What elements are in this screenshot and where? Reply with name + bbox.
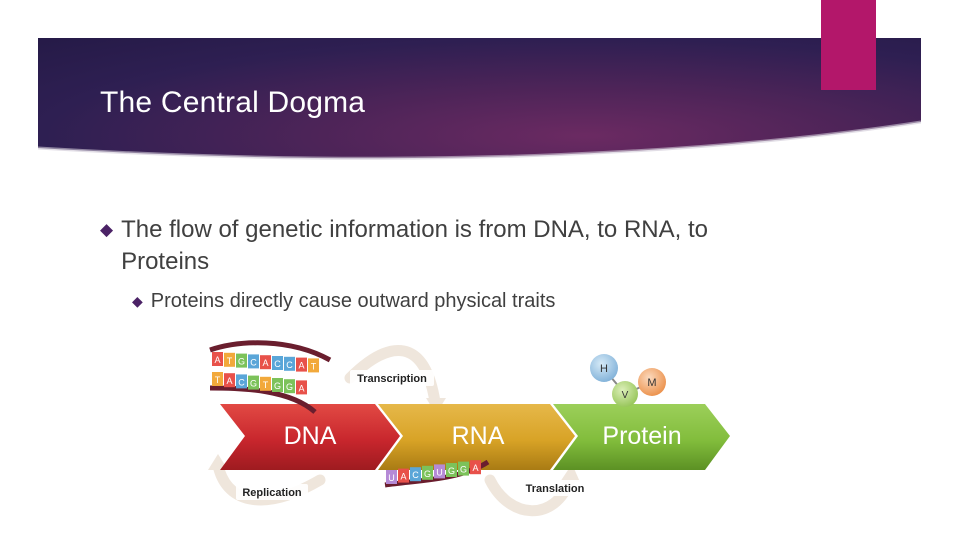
protein-label: Protein (602, 422, 681, 450)
nucleotide-G (272, 378, 283, 392)
nucleotide-A (224, 373, 235, 388)
accent-bar (821, 0, 876, 90)
nucleotide-letter: T (311, 361, 317, 371)
rna-arrow (378, 404, 575, 470)
nucleotide-letter: G (250, 379, 257, 389)
bullet-text: The flow of genetic information is from … (121, 216, 708, 275)
bullet-arrow-icon: ◆ (132, 293, 143, 309)
bullet-level-2: ◆ Proteins directly cause outward physic… (132, 287, 555, 315)
nucleotide-C (284, 356, 295, 371)
nucleotide-G (248, 375, 259, 390)
bullet-arrow-icon: ◆ (100, 220, 114, 239)
rna-label: RNA (452, 422, 505, 450)
nucleotide-letter: G (274, 381, 281, 391)
nucleotide-C (410, 467, 421, 482)
nucleotide-letter: U (436, 467, 443, 477)
bullet-text: Proteins directly cause outward physical… (150, 290, 556, 312)
nucleotide-letter: G (448, 466, 455, 476)
nucleotide-letter: A (298, 361, 304, 371)
replication-label: Replication (242, 487, 302, 499)
svg-text:H: H (600, 363, 608, 375)
nucleotide-A (260, 355, 271, 370)
nucleotide-letter: A (472, 463, 478, 473)
svg-text:M: M (647, 377, 656, 389)
protein-arrow (553, 404, 730, 470)
nucleotide-letter: C (250, 357, 257, 367)
nucleotide-letter: A (262, 358, 268, 368)
nucleotide-letter: A (400, 472, 406, 482)
nucleotide-G (422, 465, 433, 480)
nucleotide-letter: A (298, 383, 304, 393)
dna-arrow (220, 404, 400, 470)
nucleotide-letter: A (214, 355, 220, 365)
nucleotide-G (446, 463, 457, 477)
nucleotide-letter: C (274, 359, 281, 369)
nucleotide-C (272, 356, 283, 370)
nucleotide-T (260, 376, 271, 391)
nucleotide-T (308, 358, 319, 373)
nucleotide-letter: C (286, 360, 293, 370)
nucleotide-letter: G (460, 465, 467, 475)
header-swoosh (38, 120, 921, 178)
nucleotide-T (212, 372, 223, 386)
nucleotide-A (212, 352, 223, 366)
amino-acid-chain: H V M (590, 354, 666, 407)
amino-acid-v (612, 381, 638, 407)
nucleotide-A (470, 460, 481, 475)
bullet-level-1: ◆ The flow of genetic information is fro… (100, 214, 800, 278)
amino-acid-m (638, 368, 666, 396)
nucleotide-letter: T (215, 375, 221, 385)
nucleotide-G (284, 379, 295, 394)
nucleotide-letter: T (227, 356, 233, 366)
nucleotide-A (296, 380, 307, 395)
nucleotide-U (434, 464, 445, 479)
nucleotide-letter: G (286, 382, 293, 392)
nucleotide-C (236, 374, 247, 389)
amino-acid-h (590, 354, 618, 382)
nucleotide-letter: C (238, 377, 245, 387)
nucleotide-letter: A (226, 376, 232, 386)
nucleotide-A (398, 468, 409, 483)
translation-label: Translation (526, 483, 585, 495)
nucleotide-letter: G (238, 357, 245, 367)
nucleotide-G (458, 461, 469, 476)
slide-title: The Central Dogma (100, 86, 366, 119)
nucleotide-A (296, 357, 307, 372)
nucleotide-C (248, 354, 259, 369)
nucleotide-letter: U (388, 473, 395, 483)
nucleotide-letter: C (412, 470, 419, 480)
nucleotide-letter: G (424, 469, 431, 479)
nucleotide-G (236, 353, 247, 368)
dna-label: DNA (284, 422, 337, 450)
central-dogma-diagram: DNA RNA Protein Transcription Replicatio… (208, 340, 730, 517)
svg-text:V: V (622, 390, 629, 401)
nucleotide-T (224, 352, 235, 367)
transcription-label: Transcription (357, 373, 427, 385)
nucleotide-U (386, 470, 397, 484)
nucleotide-letter: T (263, 380, 269, 390)
